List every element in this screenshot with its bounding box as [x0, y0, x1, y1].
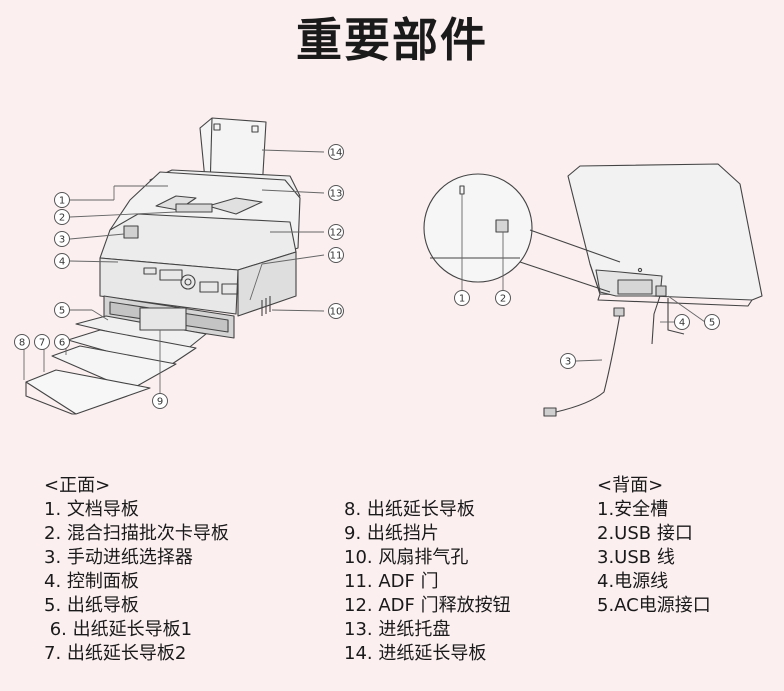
- back-scanner-drawing: [423, 163, 763, 417]
- front-callout-circle: [54, 334, 70, 350]
- back-heading: <背面>: [597, 475, 664, 496]
- front-callout-circle: [54, 209, 70, 225]
- front-item-3: 3. 手动进纸选择器: [44, 547, 193, 568]
- front-callout-circle: [54, 231, 70, 247]
- front-callout-number: 1: [59, 196, 65, 207]
- front-callout-number: 7: [39, 338, 45, 349]
- back-callout-number: 3: [565, 357, 571, 368]
- back-callouts: 1 2 3 4 5: [454, 290, 720, 369]
- front-heading: <正面>: [44, 475, 111, 496]
- front-item-5: 5. 出纸导板: [44, 595, 139, 616]
- back-callout-number: 1: [459, 294, 465, 305]
- front-callout-circle: [54, 192, 70, 208]
- front-item-8: 8. 出纸延长导板: [344, 499, 475, 520]
- front-callout-number: 11: [330, 251, 343, 262]
- back-callout-circle: [704, 314, 720, 330]
- back-item-1: 1.安全槽: [597, 499, 669, 520]
- front-parts-list: <正面> 1. 文档导板 2. 混合扫描批次卡导板 3. 手动进纸选择器 4. …: [44, 474, 229, 666]
- front-callout-number: 14: [330, 148, 343, 159]
- front-item-12: 12. ADF 门释放按钮: [344, 595, 511, 616]
- front-item-6: 6. 出纸延长导板1: [44, 619, 193, 640]
- front-callout-circle: [328, 247, 344, 263]
- front-callout-circle: [328, 144, 344, 160]
- front-callout-circle: [328, 185, 344, 201]
- front-item-1: 1. 文档导板: [44, 499, 139, 520]
- front-item-14: 14. 进纸延长导板: [344, 643, 487, 664]
- front-callout-number: 12: [330, 228, 343, 239]
- back-item-4: 4.电源线: [597, 571, 669, 592]
- front-item-13: 13. 进纸托盘: [344, 619, 451, 640]
- front-callout-number: 10: [330, 307, 343, 318]
- back-callout-circle: [454, 290, 470, 306]
- back-callout-number: 5: [709, 318, 715, 329]
- back-callout-number: 2: [500, 294, 506, 305]
- front-callout-number: 5: [59, 306, 65, 317]
- front-scanner-drawing: [25, 117, 301, 415]
- front-callout-circle: [152, 393, 168, 409]
- front-item-10: 10. 风扇排气孔: [344, 547, 469, 568]
- back-item-3: 3.USB 线: [597, 547, 675, 568]
- front-item-11: 11. ADF 门: [344, 571, 439, 592]
- front-item-9: 9. 出纸挡片: [344, 523, 439, 544]
- front-callout-number: 6: [59, 338, 65, 349]
- back-item-2: 2.USB 接口: [597, 523, 693, 544]
- back-callout-circle: [674, 314, 690, 330]
- back-callout-circle: [560, 353, 576, 369]
- front-callout-number: 2: [59, 213, 65, 224]
- front-callout-circle: [14, 334, 30, 350]
- back-callout-circle: [495, 290, 511, 306]
- front-callout-number: 3: [59, 235, 65, 246]
- back-parts-list: <背面> 1.安全槽 2.USB 接口 3.USB 线 4.电源线 5.AC电源…: [597, 474, 711, 618]
- front-callout-number: 9: [157, 397, 163, 408]
- front-callout-number: 4: [59, 257, 65, 268]
- front-callout-circle: [328, 224, 344, 240]
- front-item-2: 2. 混合扫描批次卡导板: [44, 523, 229, 544]
- front-callout-circle: [54, 302, 70, 318]
- page-title: 重要部件: [296, 13, 488, 67]
- back-item-5: 5.AC电源接口: [597, 595, 711, 616]
- back-callout-number: 4: [679, 318, 685, 329]
- front-callout-circle: [34, 334, 50, 350]
- front-callout-number: 13: [330, 189, 343, 200]
- front-callout-circle: [328, 303, 344, 319]
- front-item-4: 4. 控制面板: [44, 571, 139, 592]
- front-callout-circle: [54, 253, 70, 269]
- front-callout-number: 8: [19, 338, 25, 349]
- front-item-7: 7. 出纸延长导板2: [44, 643, 187, 664]
- front-parts-list-continued: 8. 出纸延长导板 9. 出纸挡片 10. 风扇排气孔 11. ADF 门 12…: [344, 498, 511, 666]
